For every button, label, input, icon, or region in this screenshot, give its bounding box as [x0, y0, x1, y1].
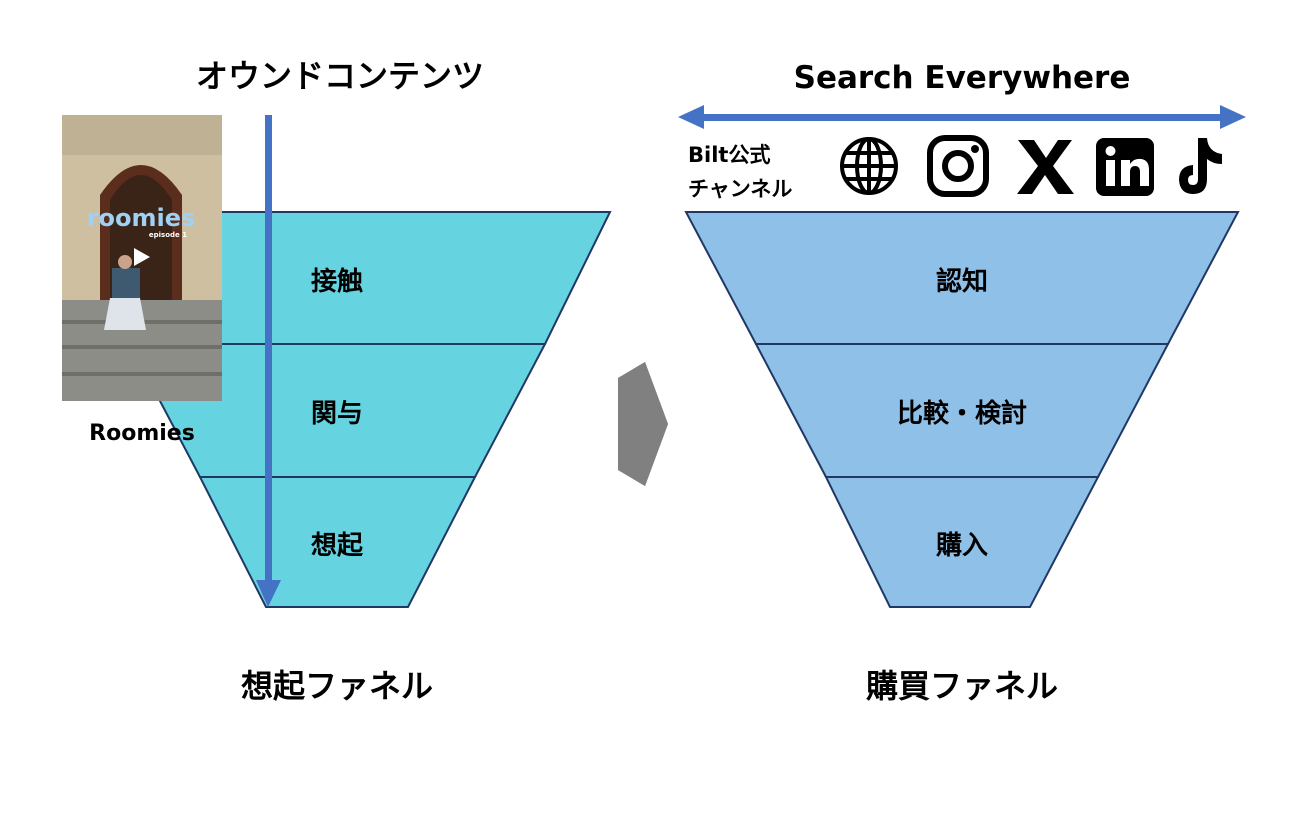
- linkedin-icon[interactable]: [1096, 138, 1154, 196]
- recall-funnel-title: 想起ファネル: [241, 667, 433, 705]
- purchase-funnel: 認知 比較・検討 購入: [684, 211, 1240, 608]
- owned-content-heading: オウンドコンテンツ: [196, 57, 484, 95]
- x-icon[interactable]: [1017, 140, 1074, 194]
- chevron-icon: [618, 362, 668, 486]
- thumbnail-subtitle: episode 1: [149, 231, 187, 239]
- funnel-stage-purchase: [824, 476, 1100, 608]
- thumbnail-title: roomies: [87, 204, 196, 232]
- stage-label: 接触: [311, 267, 363, 297]
- tiktok-icon[interactable]: [1179, 138, 1222, 194]
- purchase-funnel-title: 購買ファネル: [866, 667, 1058, 705]
- thumbnail-caption: Roomies: [89, 421, 195, 446]
- globe-icon[interactable]: [840, 137, 898, 195]
- stage-label: 認知: [936, 266, 988, 297]
- stage-label: 想起: [311, 531, 364, 561]
- instagram-icon[interactable]: [927, 135, 989, 197]
- channels-label-line1: Bilt公式: [688, 143, 770, 167]
- play-icon[interactable]: [134, 248, 150, 266]
- stage-label: 関与: [311, 399, 363, 429]
- double-arrow: [678, 105, 1246, 129]
- roomies-video-thumbnail[interactable]: roomies episode 1: [62, 115, 222, 401]
- channels-label-line2: チャンネル: [688, 177, 792, 201]
- search-everywhere-heading: Search Everywhere: [794, 60, 1131, 96]
- owned-content-arrow: [256, 115, 281, 607]
- stage-label: 比較・検討: [897, 398, 1027, 429]
- stage-label: 購入: [936, 531, 988, 561]
